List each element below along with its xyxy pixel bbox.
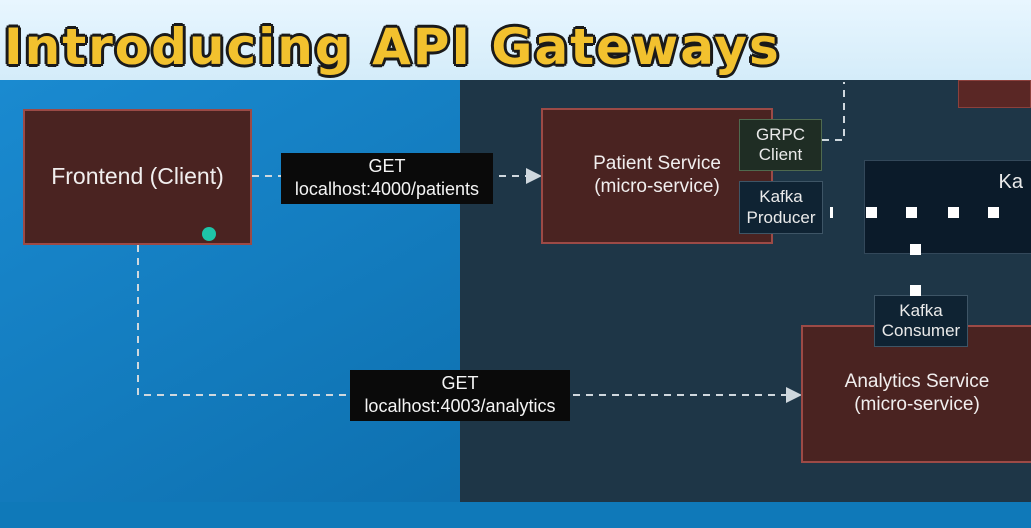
grpc-link-line — [822, 82, 845, 141]
kafka-broker-node: Ka — [864, 160, 1031, 254]
grpc-client-line1: GRPC — [755, 124, 806, 144]
patient-service-title: Patient Service — [593, 153, 721, 175]
grpc-client-tag: GRPC Client — [739, 119, 822, 171]
event-dot — [948, 207, 959, 218]
frontend-label: Frontend (Client) — [51, 163, 224, 190]
kafka-consumer-line2: Consumer — [881, 321, 961, 340]
grpc-client-line2: Client — [758, 145, 803, 164]
patient-service-node: Patient Service (micro-service) — [541, 108, 773, 244]
patients-request-method: GET — [368, 156, 406, 176]
event-dot — [906, 207, 917, 218]
analytics-service-subtitle: (micro-service) — [854, 394, 980, 415]
kafka-producer-line2: Producer — [746, 207, 816, 227]
kafka-consumer-line1: Kafka — [899, 300, 943, 320]
analytics-service-node: Analytics Service (micro-service) — [801, 325, 1031, 463]
analytics-request-method: GET — [441, 373, 479, 393]
title-band: Introducing API Gateways — [0, 0, 1031, 80]
kafka-producer-line1: Kafka — [759, 187, 803, 207]
frontend-client-node: Frontend (Client) — [23, 109, 252, 245]
status-dot — [202, 227, 216, 241]
event-dot — [830, 207, 833, 218]
kafka-producer-tag: Kafka Producer — [739, 181, 823, 234]
patients-request-label: GET localhost:4000/patients — [281, 153, 493, 204]
kafka-consumer-tag: Kafka Consumer — [874, 295, 968, 347]
patients-request-url: localhost:4000/patients — [294, 178, 480, 199]
analytics-request-url: localhost:4003/analytics — [364, 395, 556, 416]
analytics-request-label: GET localhost:4003/analytics — [350, 370, 570, 421]
patient-service-subtitle: (micro-service) — [594, 176, 720, 197]
kafka-broker-label: Ka — [998, 171, 1023, 193]
analytics-request-line — [137, 245, 802, 403]
bottom-strip — [0, 502, 1031, 528]
event-dot — [910, 244, 921, 255]
offscreen-node — [958, 80, 1031, 108]
event-dot — [988, 207, 999, 218]
page-title: Introducing API Gateways — [4, 18, 781, 76]
analytics-service-title: Analytics Service — [844, 371, 990, 393]
event-dot — [910, 285, 921, 296]
event-dot — [866, 207, 877, 218]
